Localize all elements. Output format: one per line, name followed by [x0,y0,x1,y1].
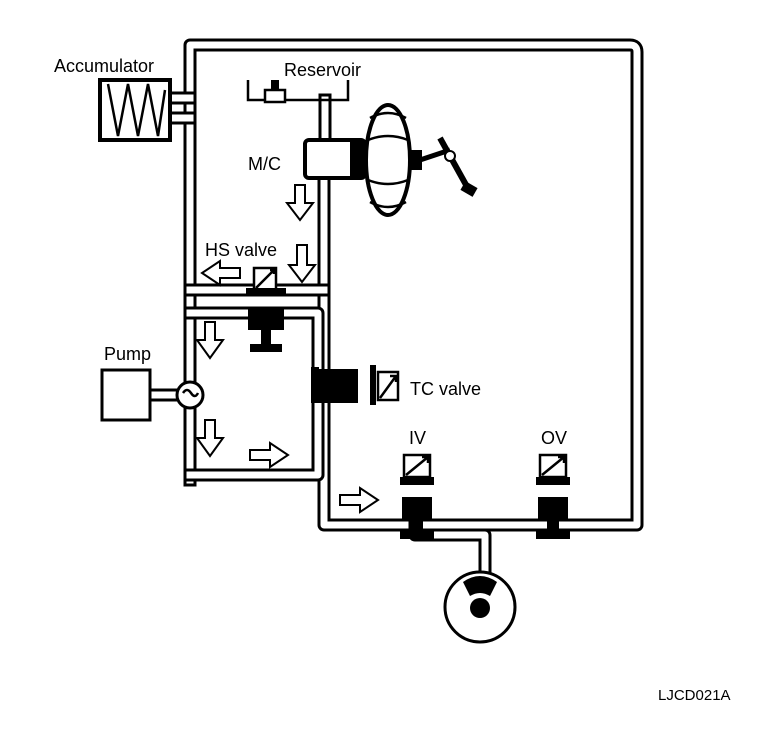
iv-label: IV [409,428,426,448]
mc-label: M/C [248,154,281,174]
flow-arrows [195,184,380,514]
reservoir: Reservoir [246,60,361,104]
hs-valve: HS valve [205,240,286,352]
tc-valve: TC valve [311,365,481,405]
brake-pedal [419,136,478,197]
flow-arrow-down [195,419,225,458]
accumulator-label: Accumulator [54,56,154,76]
flow-arrow-down [284,184,316,222]
flow-arrow-right [339,486,380,514]
figure-code: LJCD021A [658,687,731,704]
flow-arrow-right [249,441,290,469]
iv-valve: IV [400,428,434,539]
flow-arrow-left [200,259,241,287]
ov-label: OV [541,428,567,448]
wheel-cylinder [443,570,517,644]
ov-valve: OV [536,428,570,539]
accumulator: Accumulator [54,56,172,142]
brake-booster [364,103,422,217]
pump: Pump [100,344,205,422]
reservoir-label: Reservoir [284,60,361,80]
flow-arrow-down [286,244,318,284]
tc-valve-label: TC valve [410,379,481,399]
master-cylinder: M/C [248,138,367,180]
hs-valve-label: HS valve [205,240,277,260]
flow-arrow-down [195,321,225,360]
pump-label: Pump [104,344,151,364]
